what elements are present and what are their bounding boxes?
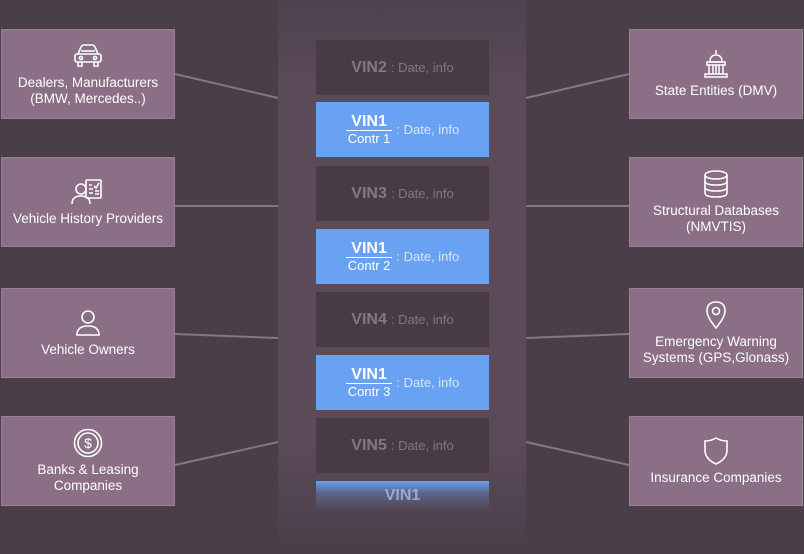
node-dealers-manufacturers: Dealers, Manufacturers (BMW, Mercedes..) (1, 29, 175, 119)
connector-line (174, 441, 279, 466)
block-contract: Contr 2 (345, 256, 393, 273)
block-vin4: VIN4 : Date, info (316, 292, 489, 347)
block-contract: Contr 3 (345, 382, 393, 399)
connector-line (174, 73, 279, 99)
node-label: Structural Databases (NMVTIS) (652, 203, 780, 234)
block-vin: VIN1 (351, 112, 387, 130)
block-vin: VIN5 (351, 436, 387, 454)
node-banks-leasing: $ Banks & Leasing Companies (1, 416, 175, 506)
svg-text:$: $ (84, 435, 92, 451)
block-contract: Contr 1 (345, 129, 393, 146)
node-label: Emergency Warning Systems (GPS,Glonass) (642, 334, 790, 365)
block-vin2: VIN2 : Date, info (316, 40, 489, 95)
connector-line (525, 73, 630, 99)
block-vin5: VIN5 : Date, info (316, 418, 489, 473)
block-vin1-contr3: VIN1 Contr 3 : Date, info (316, 355, 489, 410)
node-label: Vehicle History Providers (12, 211, 164, 226)
connector-line (525, 333, 630, 339)
node-label: State Entities (DMV) (654, 83, 778, 98)
dollar-coin-icon: $ (71, 428, 105, 458)
block-vin: VIN1 (351, 239, 387, 257)
block-vin: VIN1 (384, 487, 421, 504)
block-info: : Date, info (396, 375, 460, 390)
node-label: Vehicle Owners (41, 342, 135, 357)
block-info: : Date, info (390, 438, 454, 453)
database-icon (699, 169, 733, 199)
node-structural-databases: Structural Databases (NMVTIS) (629, 157, 803, 247)
block-vin: VIN2 (351, 58, 387, 76)
node-vehicle-history-providers: Vehicle History Providers (1, 157, 175, 247)
node-vehicle-owners: Vehicle Owners (1, 288, 175, 378)
block-vin: VIN3 (351, 184, 387, 202)
connector-line (174, 333, 279, 339)
node-label: Banks & Leasing Companies (37, 462, 139, 493)
node-emergency-warning: Emergency Warning Systems (GPS,Glonass) (629, 288, 803, 378)
person-document-icon (71, 177, 105, 207)
block-vin1-contr1: VIN1 Contr 1 : Date, info (316, 102, 489, 157)
node-label: Insurance Companies (650, 470, 782, 485)
node-insurance-companies: Insurance Companies (629, 416, 803, 506)
block-vin3: VIN3 : Date, info (316, 166, 489, 221)
government-building-icon (699, 49, 733, 79)
block-info: : Date, info (396, 249, 460, 264)
block-info: : Date, info (390, 312, 454, 327)
node-label: Dealers, Manufacturers (BMW, Mercedes..) (17, 75, 159, 106)
location-pin-icon (699, 300, 733, 330)
connector-line (525, 441, 630, 466)
block-info: : Date, info (390, 60, 454, 75)
person-icon (71, 308, 105, 338)
block-vin1-fading: VIN1 (316, 481, 489, 511)
car-icon (71, 41, 105, 71)
shield-icon (699, 436, 733, 466)
block-vin1-contr2: VIN1 Contr 2 : Date, info (316, 229, 489, 284)
node-state-entities: State Entities (DMV) (629, 29, 803, 119)
block-info: : Date, info (390, 186, 454, 201)
block-vin: VIN4 (351, 310, 387, 328)
block-vin: VIN1 (351, 365, 387, 383)
block-info: : Date, info (396, 122, 460, 137)
